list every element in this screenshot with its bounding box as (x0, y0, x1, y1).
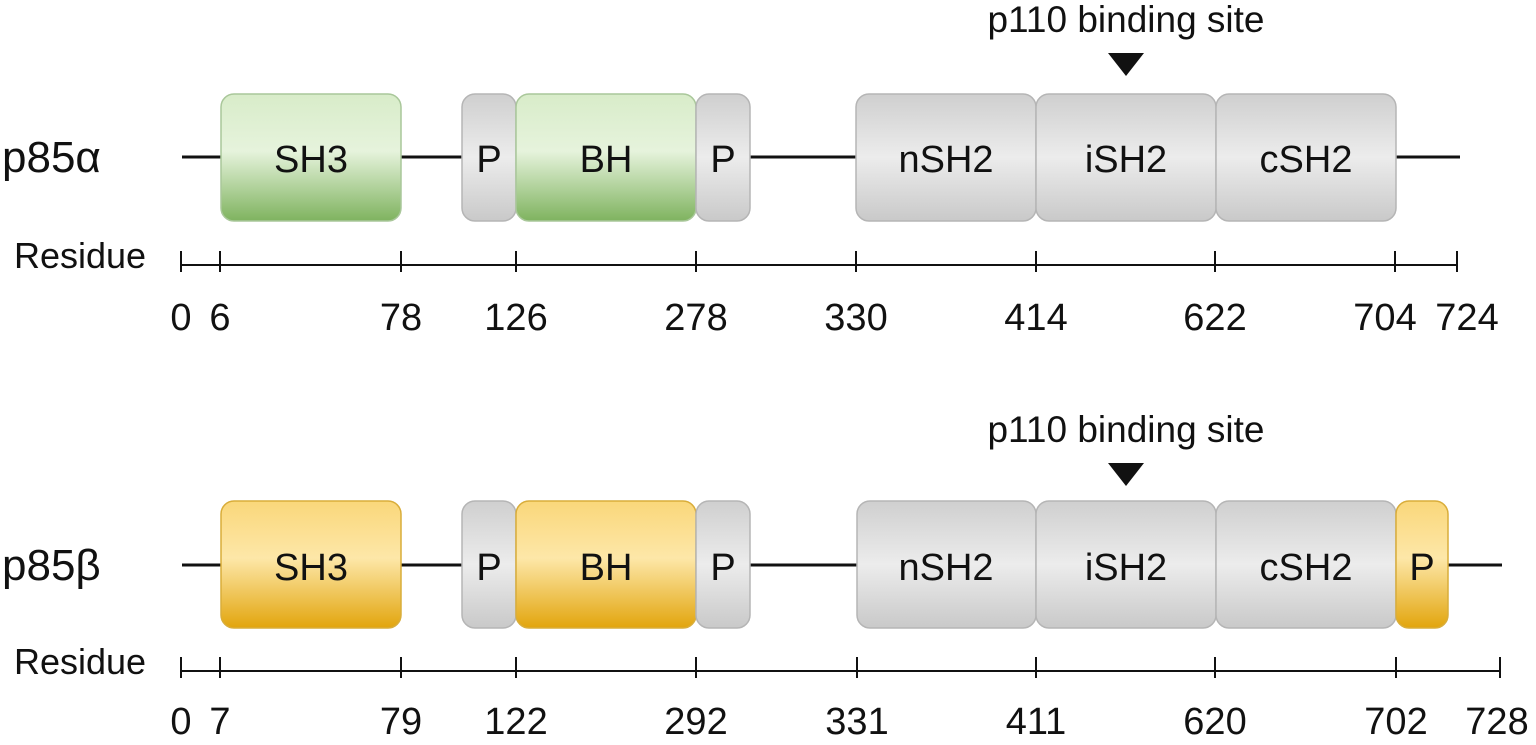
domain-label: SH3 (274, 139, 348, 181)
domain-p: P (695, 93, 751, 222)
tick-label: 0 (170, 701, 191, 743)
protein-name: p85β (2, 541, 101, 590)
tick-label: 622 (1183, 297, 1246, 339)
domain-p-terminal: P (1395, 500, 1449, 629)
tick-label: 414 (1004, 297, 1067, 339)
domain-p: P (695, 500, 751, 629)
domain-bh: BH (515, 500, 697, 629)
domain-p: P (461, 500, 517, 629)
domain-label: cSH2 (1260, 139, 1353, 181)
domain-label: P (1409, 547, 1434, 589)
tick-label: 0 (170, 297, 191, 339)
binding-site-marker (1108, 463, 1144, 486)
tick-label: 620 (1183, 701, 1246, 743)
domain-label: BH (580, 547, 633, 589)
tick-label: 79 (380, 701, 422, 743)
tick-label: 122 (484, 701, 547, 743)
tick-label: 724 (1435, 297, 1498, 339)
domain-label: nSH2 (898, 547, 993, 589)
residue-axis: Residue 0 6 78 126 278 330 414 622 704 7… (14, 235, 1499, 339)
tick-label: 6 (209, 297, 230, 339)
domain-p: P (461, 93, 517, 222)
tick-label: 7 (209, 701, 230, 743)
tick-label: 331 (825, 701, 888, 743)
domain-label: P (710, 139, 735, 181)
domain-label: cSH2 (1260, 547, 1353, 589)
domain-sh3: SH3 (220, 500, 402, 629)
domain-label: P (710, 547, 735, 589)
domain-label: SH3 (274, 547, 348, 589)
domain-label: iSH2 (1085, 139, 1167, 181)
tick-label: 728 (1465, 701, 1528, 743)
domain-csh2: cSH2 (1215, 500, 1397, 629)
tick-label: 126 (484, 297, 547, 339)
domain-nsh2: nSH2 (856, 500, 1037, 629)
domain-bh: BH (515, 93, 697, 222)
protein-p85-alpha: p85α SH3 P BH P nSH2 iSH2 cSH2 (2, 0, 1499, 339)
axis-label: Residue (14, 235, 146, 276)
binding-site-marker (1108, 53, 1144, 76)
domain-ish2: iSH2 (1035, 500, 1217, 629)
tick-label: 411 (1006, 701, 1067, 743)
domain-csh2: cSH2 (1215, 93, 1397, 222)
tick-label: 704 (1353, 297, 1416, 339)
protein-p85-beta: p85β SH3 P BH P nSH2 iSH2 cSH2 (2, 409, 1529, 743)
domain-sh3: SH3 (220, 93, 402, 222)
binding-site-label: p110 binding site (987, 0, 1264, 40)
domain-nsh2: nSH2 (855, 93, 1037, 222)
tick-label: 278 (664, 297, 727, 339)
tick-label: 702 (1364, 701, 1427, 743)
tick-label: 292 (664, 701, 727, 743)
domain-label: P (476, 139, 501, 181)
domain-label: iSH2 (1085, 547, 1167, 589)
domain-label: nSH2 (898, 139, 993, 181)
axis-label: Residue (14, 641, 146, 682)
binding-site-label: p110 binding site (987, 409, 1264, 450)
residue-axis: Residue 0 7 79 122 292 331 411 620 702 7… (14, 641, 1529, 743)
tick-label: 330 (824, 297, 887, 339)
protein-name: p85α (2, 133, 101, 182)
domain-label: P (476, 547, 501, 589)
domain-label: BH (580, 139, 633, 181)
tick-label: 78 (380, 297, 422, 339)
domain-ish2: iSH2 (1035, 93, 1217, 222)
